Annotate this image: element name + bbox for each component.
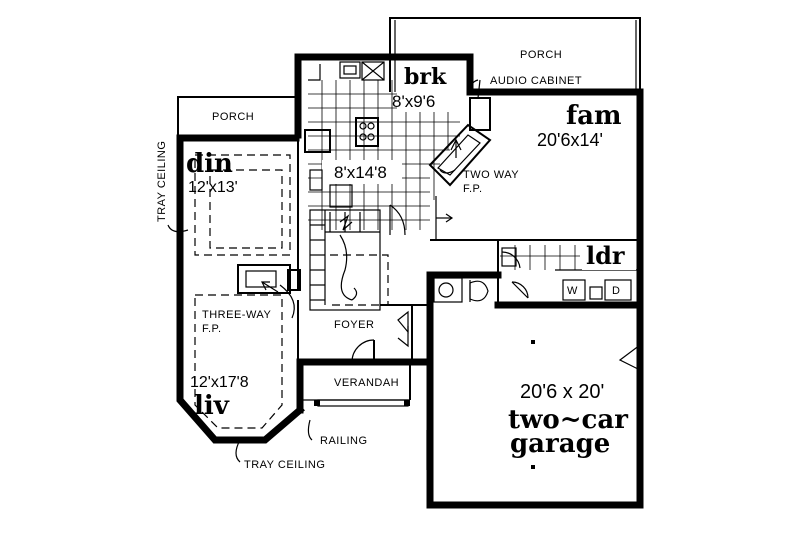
din-dims: 12'x13' [188,179,238,196]
ldr-name: ldr [586,241,625,270]
audio-cabinet-label: AUDIO CABINET [490,75,582,87]
kitchen-label-bg [322,160,402,184]
laundry-fixtures [501,247,632,301]
kitchen-tile-grid [308,80,460,230]
kitchen-fixtures [304,61,385,208]
garage-name-2: garage [510,429,610,459]
exterior-walls [176,53,644,509]
dryer-label: D [612,285,620,297]
tray-ceiling-dashes [194,154,389,429]
tray-ceiling-bottom-label: TRAY CEILING [244,459,325,471]
liv-dims: 12'x17'8 [190,374,249,391]
flow-arrows [435,196,454,240]
brk-label-bg [397,62,463,112]
garage-name-1: two~car [508,405,628,435]
powder-room-fixtures [433,277,489,303]
washer-label: W [567,285,578,297]
kitchen-dims: 8'x14'8 [334,163,387,182]
fam-dims: 20'6x14' [537,130,603,150]
liv-name: liv [194,391,230,421]
porch-left-label: PORCH [212,111,254,123]
fam-name: fam [566,101,622,131]
verandah-label: VERANDAH [334,377,399,389]
foyer-label: FOYER [334,319,374,331]
brk-name: brk [404,64,447,90]
ldr-label-bg [582,244,636,270]
left-porch [177,96,296,135]
two-way-fp-label-2: F.P. [463,183,483,195]
din-name: din [186,149,233,179]
three-way-fp-label-1: THREE-WAY [202,309,271,321]
verandah-railing [314,399,410,407]
porch-top-label: PORCH [520,49,562,61]
garage-dims: 20'6 x 20' [520,381,604,403]
railing-label: RAILING [320,435,368,447]
three-way-fireplace [237,264,301,294]
tray-ceiling-left-label: TRAY CEILING [156,141,168,222]
door-swings [351,251,641,371]
three-way-fp-label-2: F.P. [202,323,222,335]
two-way-fp-label-1: TWO WAY [463,169,519,181]
windows [177,54,643,470]
brk-dims: 8'x9'6 [392,92,435,111]
staircase [309,204,406,311]
garage-markers [531,340,535,469]
leader-lines [167,79,479,463]
